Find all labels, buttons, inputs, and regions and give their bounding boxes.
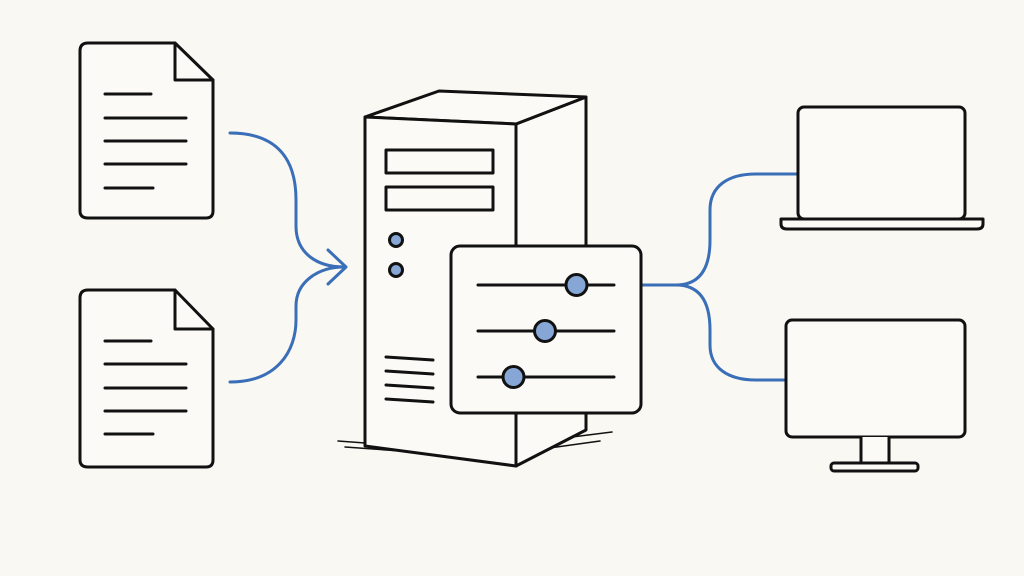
drive-bay <box>384 148 495 175</box>
slider-knob <box>533 319 557 343</box>
indicator-light <box>388 262 404 278</box>
slider-knob <box>501 365 526 389</box>
arrow-head-icon <box>326 248 348 286</box>
laptop-screen <box>796 105 967 221</box>
slider-knob <box>564 273 589 297</box>
drive-bay <box>384 185 495 212</box>
vent-line <box>384 355 435 362</box>
indicator-light <box>388 232 404 248</box>
vent-line <box>384 397 435 404</box>
input-connector <box>228 131 348 384</box>
laptop-base <box>779 217 985 231</box>
vent-line <box>384 383 435 390</box>
monitor-stand <box>829 461 920 473</box>
monitor-neck <box>859 435 891 465</box>
connector-to-laptop <box>674 172 799 287</box>
output-connector <box>639 172 799 382</box>
connector-from-document-2 <box>228 265 346 384</box>
laptop-icon <box>779 105 985 231</box>
connector-from-document-1 <box>228 131 346 269</box>
monitor-screen <box>784 318 967 439</box>
connector-to-monitor <box>674 283 788 382</box>
sliders-icon <box>449 244 643 415</box>
document-icon <box>78 41 215 220</box>
vent-line <box>384 369 435 376</box>
document-icon <box>78 288 215 469</box>
monitor-icon <box>784 318 967 473</box>
